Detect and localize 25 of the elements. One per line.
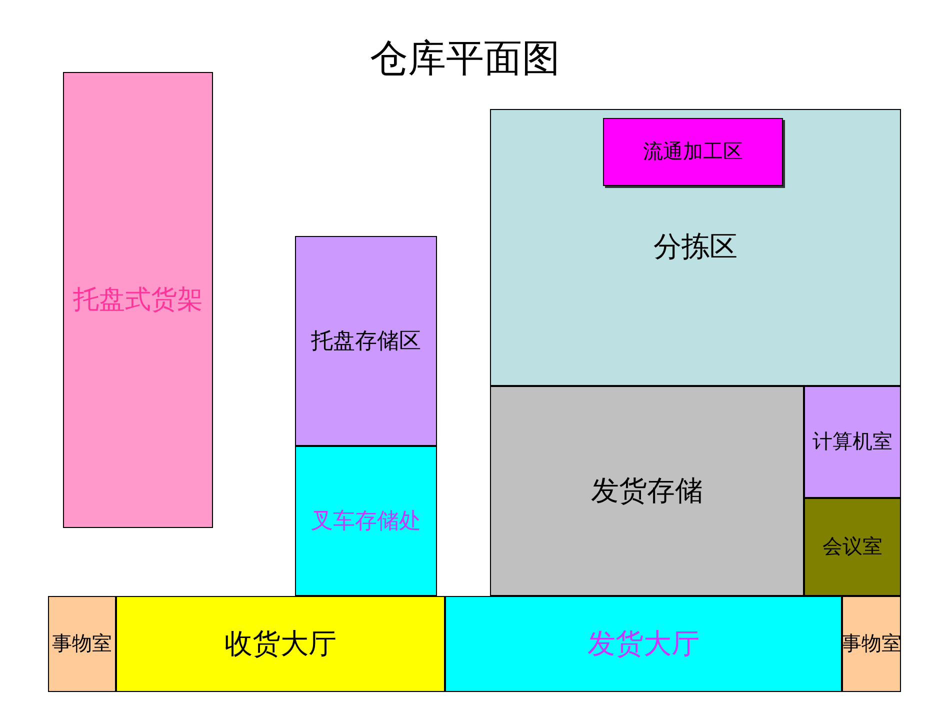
sorting-area [490, 109, 901, 386]
meeting-room [804, 498, 901, 596]
room-label: 流通加工区 [643, 140, 743, 164]
room-label: 事物室 [52, 632, 112, 656]
room-label: 会议室 [822, 534, 882, 560]
room-label: 事物室 [842, 632, 902, 656]
room-label: 叉车存储处 [311, 507, 421, 535]
room-label: 收货大厅 [224, 628, 336, 662]
shipping-hall [445, 596, 842, 692]
office-room [842, 596, 901, 692]
title: 仓库平面图 [370, 40, 560, 78]
room-label: 托盘式货架 [73, 284, 203, 316]
room-label: 分拣区 [654, 231, 738, 265]
processing-area [603, 118, 783, 186]
forklift-area [295, 446, 437, 596]
office-room [48, 596, 116, 692]
storage-area [295, 236, 437, 446]
room-label: 发货存储 [591, 474, 703, 508]
computer-room [804, 386, 901, 498]
receiving-hall [116, 596, 445, 692]
room-label: 计算机室 [812, 430, 892, 454]
shipping-storage [490, 386, 804, 596]
rack-area [63, 72, 213, 528]
room-label: 发货大厅 [588, 628, 700, 662]
room-label: 托盘存储区 [311, 327, 421, 355]
